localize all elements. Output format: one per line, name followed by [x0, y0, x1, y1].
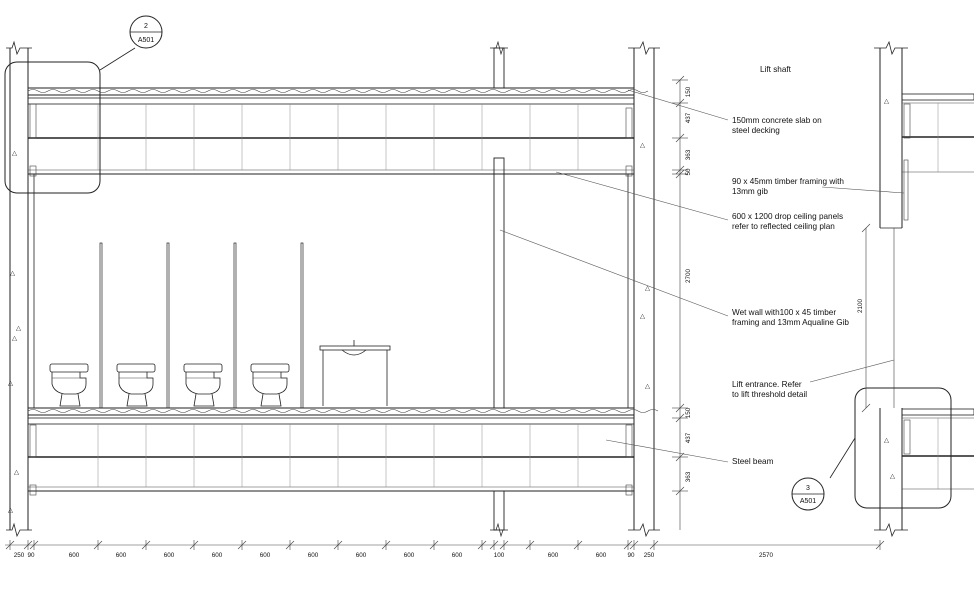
hdim-600-6: 600: [308, 552, 319, 559]
note-timber-line2: 13mm gib: [732, 187, 768, 196]
toilets: [49, 363, 290, 407]
svg-text:△: △: [10, 270, 15, 277]
svg-text:△: △: [890, 473, 895, 480]
note-slab-line2: steel decking: [732, 126, 780, 135]
svg-text:△: △: [884, 437, 889, 444]
svg-text:△: △: [12, 335, 17, 342]
hdim-600-4: 600: [212, 552, 223, 559]
hdim-250-right: 250: [644, 552, 655, 559]
left-concrete-column: △ △ △ △ △ △ △: [6, 40, 32, 538]
hdim-250-left: 250: [14, 552, 25, 559]
svg-text:△: △: [16, 325, 21, 332]
hdim-600-2: 600: [116, 552, 127, 559]
lift-shaft-wall: △ △ △: [874, 40, 974, 538]
vanity-basin: [319, 340, 391, 406]
svg-text:△: △: [640, 313, 645, 320]
vdim-2100: 2100: [857, 299, 864, 314]
vdim-363-upper: 363: [685, 149, 692, 160]
svg-text:△: △: [640, 142, 645, 149]
note-lift-shaft: Lift shaft: [760, 65, 792, 74]
hdim-600-11: 600: [596, 552, 607, 559]
annotation-notes: Lift shaft 150mm concrete slab on steel …: [499, 65, 905, 466]
end-wall-left: [27, 173, 635, 409]
note-wetwall-line1: Wet wall with100 x 45 timber: [732, 308, 836, 317]
toilet-1: [49, 363, 89, 407]
callout-detail-2[interactable]: 2 A501: [4, 15, 163, 194]
note-lift-line2: to lift threshold detail: [732, 390, 807, 399]
hdim-600-10: 600: [548, 552, 559, 559]
svg-text:△: △: [645, 285, 650, 292]
callout-bottom-number: 3: [806, 485, 810, 492]
vertical-dimension-string: 150 437 363 50 2700 150 437 363: [672, 75, 692, 530]
lift-dimension: 2100: [857, 223, 871, 413]
upper-slab: [27, 87, 649, 177]
note-wetwall-line2: framing and 13mm Aqualine Gib: [732, 318, 849, 327]
vdim-150-upper: 150: [685, 86, 692, 97]
note-ceiling-line2: refer to reflected ceiling plan: [732, 222, 835, 231]
note-steel-beam: Steel beam: [732, 457, 774, 466]
note-slab-line1: 150mm concrete slab on: [732, 116, 822, 125]
note-lift-line1: Lift entrance. Refer: [732, 380, 802, 389]
hdim-600-1: 600: [69, 552, 80, 559]
toilet-partitions: [99, 242, 304, 409]
wet-wall: [490, 40, 508, 538]
toilet-3: [183, 363, 223, 407]
vdim-437-upper: 437: [685, 112, 692, 123]
hdim-600-5: 600: [260, 552, 271, 559]
svg-text:△: △: [14, 469, 19, 476]
svg-text:△: △: [12, 150, 17, 157]
callout-top-sheet: A501: [138, 37, 154, 44]
note-ceiling-line1: 600 x 1200 drop ceiling panels: [732, 212, 843, 221]
lower-slab: [27, 407, 659, 496]
vdim-150-lower: 150: [685, 407, 692, 418]
note-timber-line1: 90 x 45mm timber framing with: [732, 177, 844, 186]
middle-concrete-column: △ △ △ △: [628, 40, 660, 538]
hdim-600-3: 600: [164, 552, 175, 559]
hdim-600-9: 600: [452, 552, 463, 559]
hdim-600-8: 600: [404, 552, 415, 559]
callout-detail-3[interactable]: 3 A501: [791, 387, 952, 511]
hdim-600-7: 600: [356, 552, 367, 559]
svg-text:△: △: [645, 383, 650, 390]
toilet-4: [250, 363, 290, 407]
horizontal-dimension-string: 250 90 600 600 600 600 600 600 600 100 6…: [5, 540, 885, 559]
hdim-2570: 2570: [759, 552, 774, 559]
hdim-90-right: 90: [627, 552, 635, 559]
vdim-2700: 2700: [685, 269, 692, 284]
svg-text:△: △: [884, 98, 889, 105]
vdim-363-lower: 363: [685, 471, 692, 482]
svg-text:△: △: [8, 380, 13, 387]
svg-text:△: △: [8, 507, 13, 514]
toilet-2: [116, 363, 156, 407]
hdim-90-left: 90: [27, 552, 35, 559]
callout-bottom-sheet: A501: [800, 498, 816, 505]
callout-top-number: 2: [144, 23, 148, 30]
vdim-437-lower: 437: [685, 432, 692, 443]
hdim-100: 100: [494, 552, 505, 559]
vdim-50: 50: [685, 168, 692, 176]
